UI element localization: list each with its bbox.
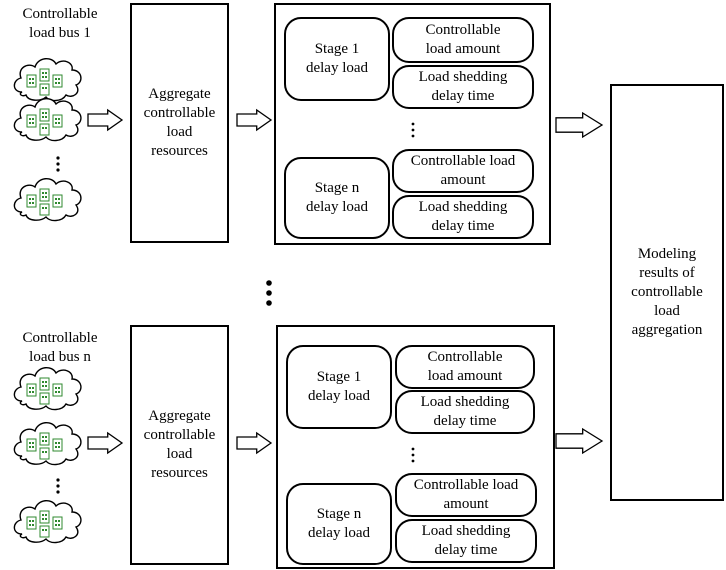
aggregate-label: Aggregate controllable load resources	[143, 408, 216, 481]
cloud-buildings-icon	[13, 499, 82, 544]
bus-label: Controllable load bus n	[22, 330, 98, 365]
controllable-load-amount-label: Controllable load amount	[413, 477, 519, 512]
vertical-ellipsis-icon	[56, 484, 60, 488]
cloud-buildings-icon	[13, 97, 82, 142]
controllable-load-amount-box	[392, 149, 534, 193]
load-shedding-delay-label: Load shedding delay time	[418, 69, 508, 104]
stage-n-label: Stage n delay load	[307, 506, 371, 541]
modeling-results-box	[610, 84, 724, 501]
aggregate-box	[130, 3, 229, 243]
right-arrow-icon	[236, 431, 273, 455]
vertical-ellipsis-icon	[266, 300, 272, 306]
cloud-buildings-icon	[13, 57, 82, 102]
controllable-load-amount-label: Controllable load amount	[425, 22, 501, 57]
vertical-ellipsis-icon	[266, 290, 272, 296]
controllable-load-amount-box	[395, 473, 537, 517]
vertical-ellipsis-icon	[411, 447, 415, 451]
stage-1-label: Stage 1 delay load	[305, 41, 369, 76]
vertical-ellipsis-icon	[56, 478, 60, 482]
load-shedding-delay-box	[392, 65, 534, 109]
bus-label: Controllable load bus 1	[22, 6, 98, 41]
controllable-load-amount-label: Controllable load amount	[410, 153, 516, 188]
vertical-ellipsis-icon	[411, 122, 415, 126]
right-arrow-icon	[236, 108, 273, 132]
vertical-ellipsis-icon	[411, 128, 415, 132]
load-shedding-delay-box	[395, 519, 537, 563]
vertical-ellipsis-icon	[266, 280, 272, 286]
right-arrow-icon	[555, 427, 604, 455]
vertical-ellipsis-icon	[411, 459, 415, 463]
stage-1-box	[284, 17, 390, 101]
modeling-results-label: Modeling results of controllable load ag…	[631, 246, 703, 338]
cloud-buildings-icon	[13, 177, 82, 222]
vertical-ellipsis-icon	[411, 134, 415, 138]
cloud-buildings-icon	[13, 421, 82, 466]
controllable-load-amount-box	[392, 17, 534, 63]
controllable-load-amount-label: Controllable load amount	[427, 349, 503, 384]
cloud-buildings-icon	[13, 366, 82, 411]
load-shedding-delay-label: Load shedding delay time	[421, 523, 511, 558]
load-shedding-delay-box	[392, 195, 534, 239]
aggregate-box	[130, 325, 229, 565]
stage-1-label: Stage 1 delay load	[307, 369, 371, 404]
right-arrow-icon	[555, 111, 604, 139]
load-shedding-delay-box	[395, 390, 535, 434]
stage-n-box	[284, 157, 390, 239]
vertical-ellipsis-icon	[56, 162, 60, 166]
stage-n-label: Stage n delay load	[305, 180, 369, 215]
stage-1-box	[286, 345, 392, 429]
vertical-ellipsis-icon	[56, 156, 60, 160]
vertical-ellipsis-icon	[56, 168, 60, 172]
vertical-ellipsis-icon	[411, 453, 415, 457]
load-shedding-delay-label: Load shedding delay time	[418, 199, 508, 234]
right-arrow-icon	[87, 431, 124, 455]
right-arrow-icon	[87, 108, 124, 132]
stage-n-box	[286, 483, 392, 565]
aggregate-label: Aggregate controllable load resources	[143, 86, 216, 159]
controllable-load-amount-box	[395, 345, 535, 389]
load-shedding-delay-label: Load shedding delay time	[420, 394, 510, 429]
vertical-ellipsis-icon	[56, 490, 60, 494]
